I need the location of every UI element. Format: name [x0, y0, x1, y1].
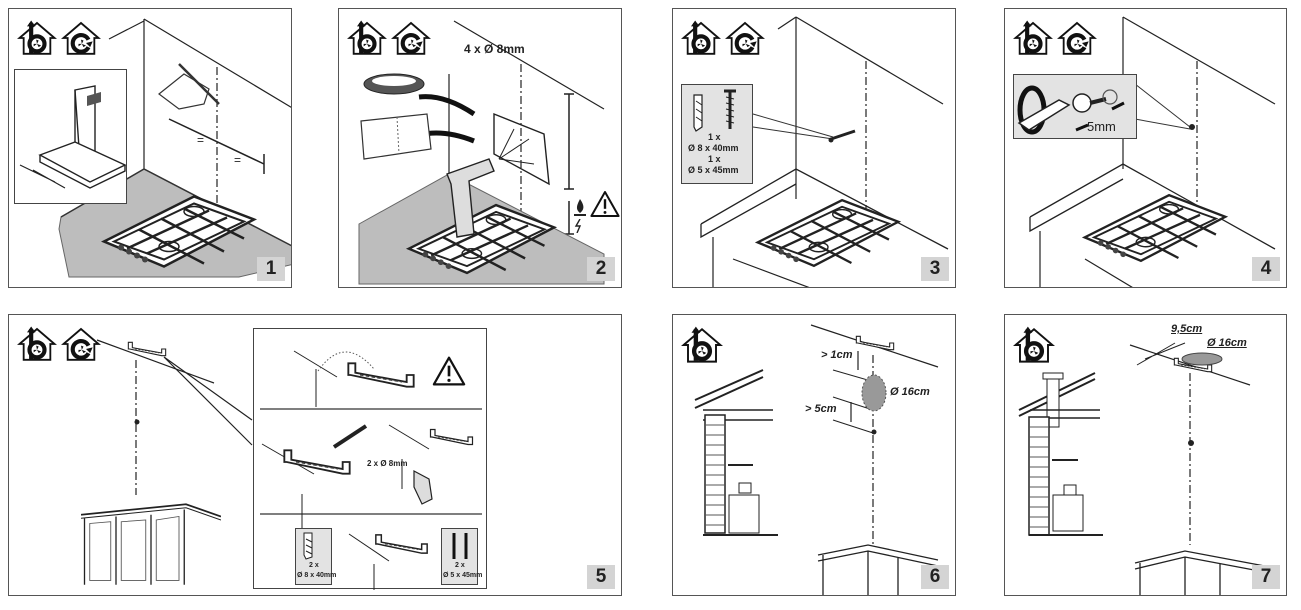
bracket-spare: [429, 428, 474, 446]
step-5-panel: 2 x Ø 8mm 2 x Ø 8 x 40mm 2 x Ø 5 x 45mm …: [8, 314, 622, 596]
screw-size: Ø 5 x 45mm: [443, 572, 483, 579]
step-4-panel: 5mm 4: [1004, 8, 1287, 288]
step-7-illustration: [1018, 342, 1271, 595]
step-6-panel: > 1cm Ø 16cm > 5cm 6: [672, 314, 956, 596]
drill-icon: [413, 470, 433, 505]
warning-triangle-icon: [431, 355, 467, 387]
bracket-level-check: [346, 361, 416, 389]
step-number: 1: [257, 257, 285, 281]
gas-hob: [1083, 193, 1227, 263]
min-top-clearance-label: > 1cm: [821, 349, 853, 361]
step-2-panel: 4 x Ø 8mm 2: [338, 8, 622, 288]
electric-bolt-icon: [574, 219, 582, 233]
bracket-fixing-sequence: [260, 350, 482, 590]
recirculation-house-icon: [1057, 19, 1097, 57]
gas-hob: [756, 198, 900, 268]
equal-mark-right: =: [234, 153, 241, 167]
step-7-panel: 9,5cm Ø 16cm 7: [1004, 314, 1287, 596]
recirculation-house-icon: [61, 19, 101, 57]
mode-icons: [1013, 19, 1097, 57]
screwdriver-and-screw-icon: [1017, 85, 1125, 135]
mode-icons: [347, 19, 431, 57]
step-5-illustration: [81, 339, 253, 586]
bracket-fixing: [374, 533, 429, 555]
drill-holes-label: 4 x Ø 8mm: [464, 42, 525, 56]
step-1-panel: = = 1: [8, 8, 292, 288]
recirculation-house-icon: [61, 325, 101, 363]
ducted-extraction-house-icon: [1013, 19, 1053, 57]
plug-size: Ø 8 x 40mm: [297, 572, 337, 579]
ducted-extraction-house-icon: [1013, 325, 1055, 365]
screw-size: Ø 5 x 45mm: [688, 165, 739, 175]
mode-icons: [681, 19, 765, 57]
gas-flame-icon: [574, 199, 586, 216]
screw-icon: [452, 533, 468, 559]
ducted-extraction-house-icon: [681, 325, 723, 365]
step-number: 5: [587, 565, 615, 589]
wall-plug-inset: 2 x Ø 8 x 40mm: [295, 528, 336, 585]
plug-quantity: 1 x: [708, 132, 721, 142]
mode-icons: [17, 19, 101, 57]
step-3-illustration: [700, 16, 949, 287]
ducted-extraction-house-icon: [681, 19, 721, 57]
ducted-extraction-house-icon: [17, 325, 57, 363]
step-number: 4: [1252, 257, 1280, 281]
bracket-marking: [282, 448, 352, 476]
min-bottom-clearance-label: > 5cm: [805, 403, 837, 415]
step-6-illustration: [694, 324, 939, 595]
mode-icons: [681, 325, 723, 365]
screw-quantity: 1 x: [708, 154, 721, 164]
hood-dimensions-inset: [14, 69, 127, 204]
wall-cabinets: [81, 503, 221, 586]
duct-outlet: [1181, 352, 1223, 366]
step-2-illustration: [358, 20, 605, 285]
offset-distance-label: 9,5cm: [1171, 323, 1203, 335]
bracket-steps-inset: 2 x Ø 8mm 2 x Ø 8 x 40mm 2 x Ø 5 x 45mm: [253, 328, 487, 590]
hand-with-pencil: [158, 73, 210, 110]
step-number: 2: [587, 257, 615, 281]
screw-inset: 2 x Ø 5 x 45mm: [441, 528, 482, 585]
drill-icon: [446, 158, 495, 238]
step-number: 3: [921, 257, 949, 281]
wall-plug-and-screw-icon: [693, 89, 736, 132]
recirculation-house-icon: [725, 19, 765, 57]
step-number: 6: [921, 565, 949, 589]
screw-quantity: 2 x: [455, 562, 465, 569]
duct-diameter-label: Ø 16cm: [890, 386, 930, 398]
warning-triangle-icon: [589, 189, 621, 219]
step-number: 7: [1252, 565, 1280, 589]
gap-label: 5mm: [1087, 119, 1116, 134]
ducted-extraction-house-icon: [347, 19, 387, 57]
wall-bracket: [855, 335, 895, 351]
equal-mark-left: =: [197, 133, 204, 147]
wall-plug-icon: [303, 532, 313, 560]
chimney-hood-drawing: [19, 85, 127, 189]
plug-quantity: 2 x: [309, 562, 319, 569]
step-4-illustration: [1029, 16, 1276, 287]
mode-icons: [1013, 325, 1055, 365]
duct-diameter-label: Ø 16cm: [1207, 337, 1247, 349]
fixings-inset: 1 x Ø 8 x 40mm 1 x Ø 5 x 45mm: [681, 84, 753, 184]
mode-icons: [17, 325, 101, 363]
ducted-extraction-house-icon: [17, 19, 57, 57]
plug-size: Ø 8 x 40mm: [688, 143, 739, 153]
duct-opening: [861, 374, 887, 412]
screw-gap-inset: 5mm: [1013, 74, 1137, 139]
recirculation-house-icon: [391, 19, 431, 57]
step-3-panel: 1 x Ø 8 x 40mm 1 x Ø 5 x 45mm 3: [672, 8, 956, 288]
drill-holes-label: 2 x Ø 8mm: [367, 459, 408, 468]
